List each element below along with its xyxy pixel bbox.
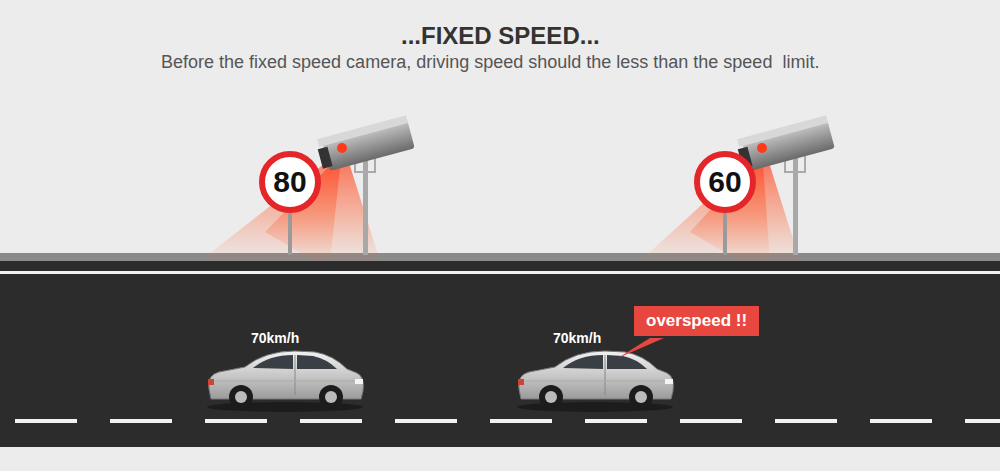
speed-limit-number: 60 xyxy=(708,165,741,199)
speed-label: 70km/h xyxy=(251,330,299,346)
speed-limit-sign: 60 xyxy=(694,151,756,213)
callout-text: overspeed !! xyxy=(646,311,747,331)
speed-label: 70km/h xyxy=(553,330,601,346)
subtitle: Before the fixed speed camera, driving s… xyxy=(161,52,819,73)
title: ...FIXED SPEED... xyxy=(401,22,600,50)
speed-limit-sign: 80 xyxy=(259,151,321,213)
speed-limit-number: 80 xyxy=(273,165,306,199)
overspeed-callout: overspeed !! xyxy=(634,306,759,336)
